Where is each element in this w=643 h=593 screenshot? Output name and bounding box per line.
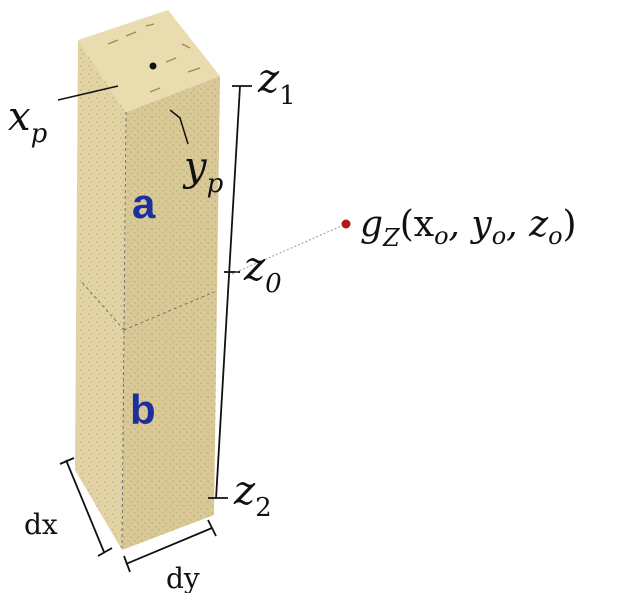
yp-label: yp bbox=[182, 144, 224, 199]
dx-label: dx bbox=[24, 508, 58, 541]
observation-point bbox=[341, 219, 351, 229]
top-face-marks bbox=[107, 23, 201, 93]
top-center-dot bbox=[149, 62, 157, 70]
dx-dimension bbox=[59, 457, 113, 557]
z2-label: z2 bbox=[233, 468, 272, 523]
block-b-label: b bbox=[130, 386, 156, 433]
xp-leader bbox=[57, 85, 119, 101]
gz-function-label: gZ(xo, yo, zo) bbox=[360, 204, 577, 252]
prism-front-face bbox=[75, 40, 126, 550]
xp-label: xp bbox=[8, 94, 48, 149]
prism-right-face bbox=[122, 76, 220, 550]
z1-label: z1 bbox=[257, 56, 296, 111]
observation-line bbox=[231, 223, 347, 275]
hidden-edges bbox=[79, 111, 215, 549]
z0-label: z0 bbox=[243, 244, 282, 299]
yp-leader bbox=[169, 109, 189, 145]
dy-label: dy bbox=[166, 562, 200, 593]
block-a-label: a bbox=[132, 180, 156, 227]
dy-dimension bbox=[123, 519, 217, 573]
